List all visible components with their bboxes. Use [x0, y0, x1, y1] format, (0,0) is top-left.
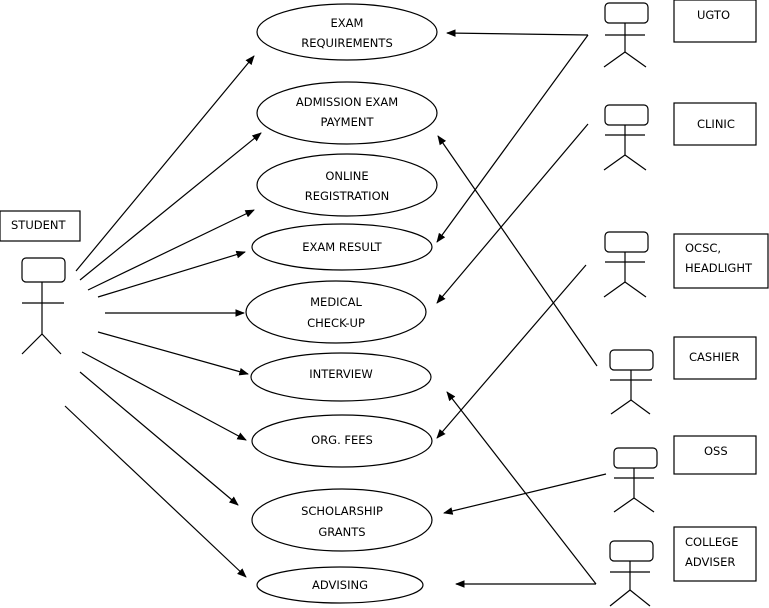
admission-payment-label-2: PAYMENT: [320, 115, 374, 129]
scholarship-label-2: GRANTS: [318, 525, 365, 539]
arrow-student-org-fees: [81, 351, 247, 441]
arrow-adviser-interview: [446, 391, 597, 585]
arrow-ugto-exam-result: [436, 34, 589, 243]
adviser-stick-figure: [609, 540, 654, 607]
actor-college-adviser: COLLEGE ADVISER: [609, 526, 757, 607]
oss-label: OSS: [704, 444, 728, 458]
ugto-label: UGTO: [697, 8, 730, 22]
actor-student: STUDENT: [0, 210, 81, 355]
adviser-label-box: [673, 526, 757, 582]
adviser-label-2: ADVISER: [685, 555, 735, 569]
cashier-label-box: [673, 336, 757, 380]
org-fees-label: ORG. FEES: [311, 433, 373, 447]
advising-label: ADVISING: [312, 578, 368, 592]
use-case-org-fees: ORG. FEES: [251, 414, 433, 468]
actor-ugto: UGTO: [603, 0, 757, 68]
arrow-student-exam-result: [97, 250, 246, 298]
student-label-box: [0, 210, 81, 242]
arrow-student-advising: [64, 405, 247, 578]
arrow-student-exam-requirements: [75, 55, 255, 272]
use-case-admission-exam-payment: ADMISSION EXAM PAYMENT: [256, 81, 438, 145]
student-label: STUDENT: [11, 218, 66, 232]
use-case-exam-result: EXAM RESULT: [251, 223, 433, 271]
medical-label-2: CHECK-UP: [307, 316, 365, 330]
actor-cashier: CASHIER: [609, 336, 757, 415]
use-case-advising: ADVISING: [256, 566, 424, 604]
arrow-ocsc-org-fees: [436, 264, 587, 439]
arrow-cashier-admission-payment: [437, 135, 598, 367]
arrow-student-scholarship: [79, 371, 239, 506]
ugto-label-box: [673, 0, 757, 43]
arrow-student-admission-payment: [79, 132, 262, 281]
oss-stick-figure: [613, 447, 658, 513]
interview-label: INTERVIEW: [309, 367, 373, 381]
student-stick-figure: [21, 257, 66, 355]
cashier-stick-figure: [609, 349, 654, 415]
use-case-medical-checkup: MEDICAL CHECK-UP: [245, 280, 427, 344]
ugto-stick-figure: [603, 2, 649, 68]
medical-label-1: MEDICAL: [310, 295, 362, 309]
clinic-stick-figure: [603, 104, 649, 171]
ocsc-stick-figure: [603, 231, 649, 298]
arrow-oss-scholarship: [443, 473, 607, 515]
exam-result-label: EXAM RESULT: [302, 240, 382, 254]
actor-clinic: CLINIC: [603, 102, 757, 171]
ocsc-label-1: OCSC,: [685, 241, 721, 255]
actor-oss: OSS: [613, 435, 757, 513]
use-case-online-registration: ONLINE REGISTRATION: [256, 153, 438, 217]
arrow-student-interview: [97, 331, 249, 376]
scholarship-label-1: SCHOLARSHIP: [301, 504, 383, 518]
exam-requirements-label-1: EXAM: [331, 16, 364, 30]
online-registration-label-1: ONLINE: [325, 169, 368, 183]
arrow-ugto-exam-requirements: [446, 29, 589, 37]
actor-associations: [436, 29, 607, 588]
actor-ocsc-headlight: OCSC, HEADLIGHT: [603, 231, 769, 298]
clinic-label: CLINIC: [697, 117, 735, 131]
use-case-scholarship-grants: SCHOLARSHIP GRANTS: [251, 488, 433, 552]
arrow-clinic-medical: [436, 123, 589, 304]
adviser-label-1: COLLEGE: [685, 535, 738, 549]
ocsc-label-2: HEADLIGHT: [685, 261, 753, 275]
ocsc-label-box: [673, 233, 769, 289]
clinic-label-box: [673, 102, 757, 146]
oss-label-box: [673, 435, 757, 475]
exam-requirements-label-2: REQUIREMENTS: [301, 36, 393, 50]
use-case-exam-requirements: EXAM REQUIREMENTS: [256, 3, 438, 61]
online-registration-label-2: REGISTRATION: [305, 189, 389, 203]
use-case-interview: INTERVIEW: [250, 352, 432, 402]
admission-payment-label-1: ADMISSION EXAM: [296, 95, 398, 109]
arrow-student-online-registration: [87, 209, 255, 291]
student-associations: [64, 55, 262, 578]
cashier-label: CASHIER: [689, 350, 740, 364]
